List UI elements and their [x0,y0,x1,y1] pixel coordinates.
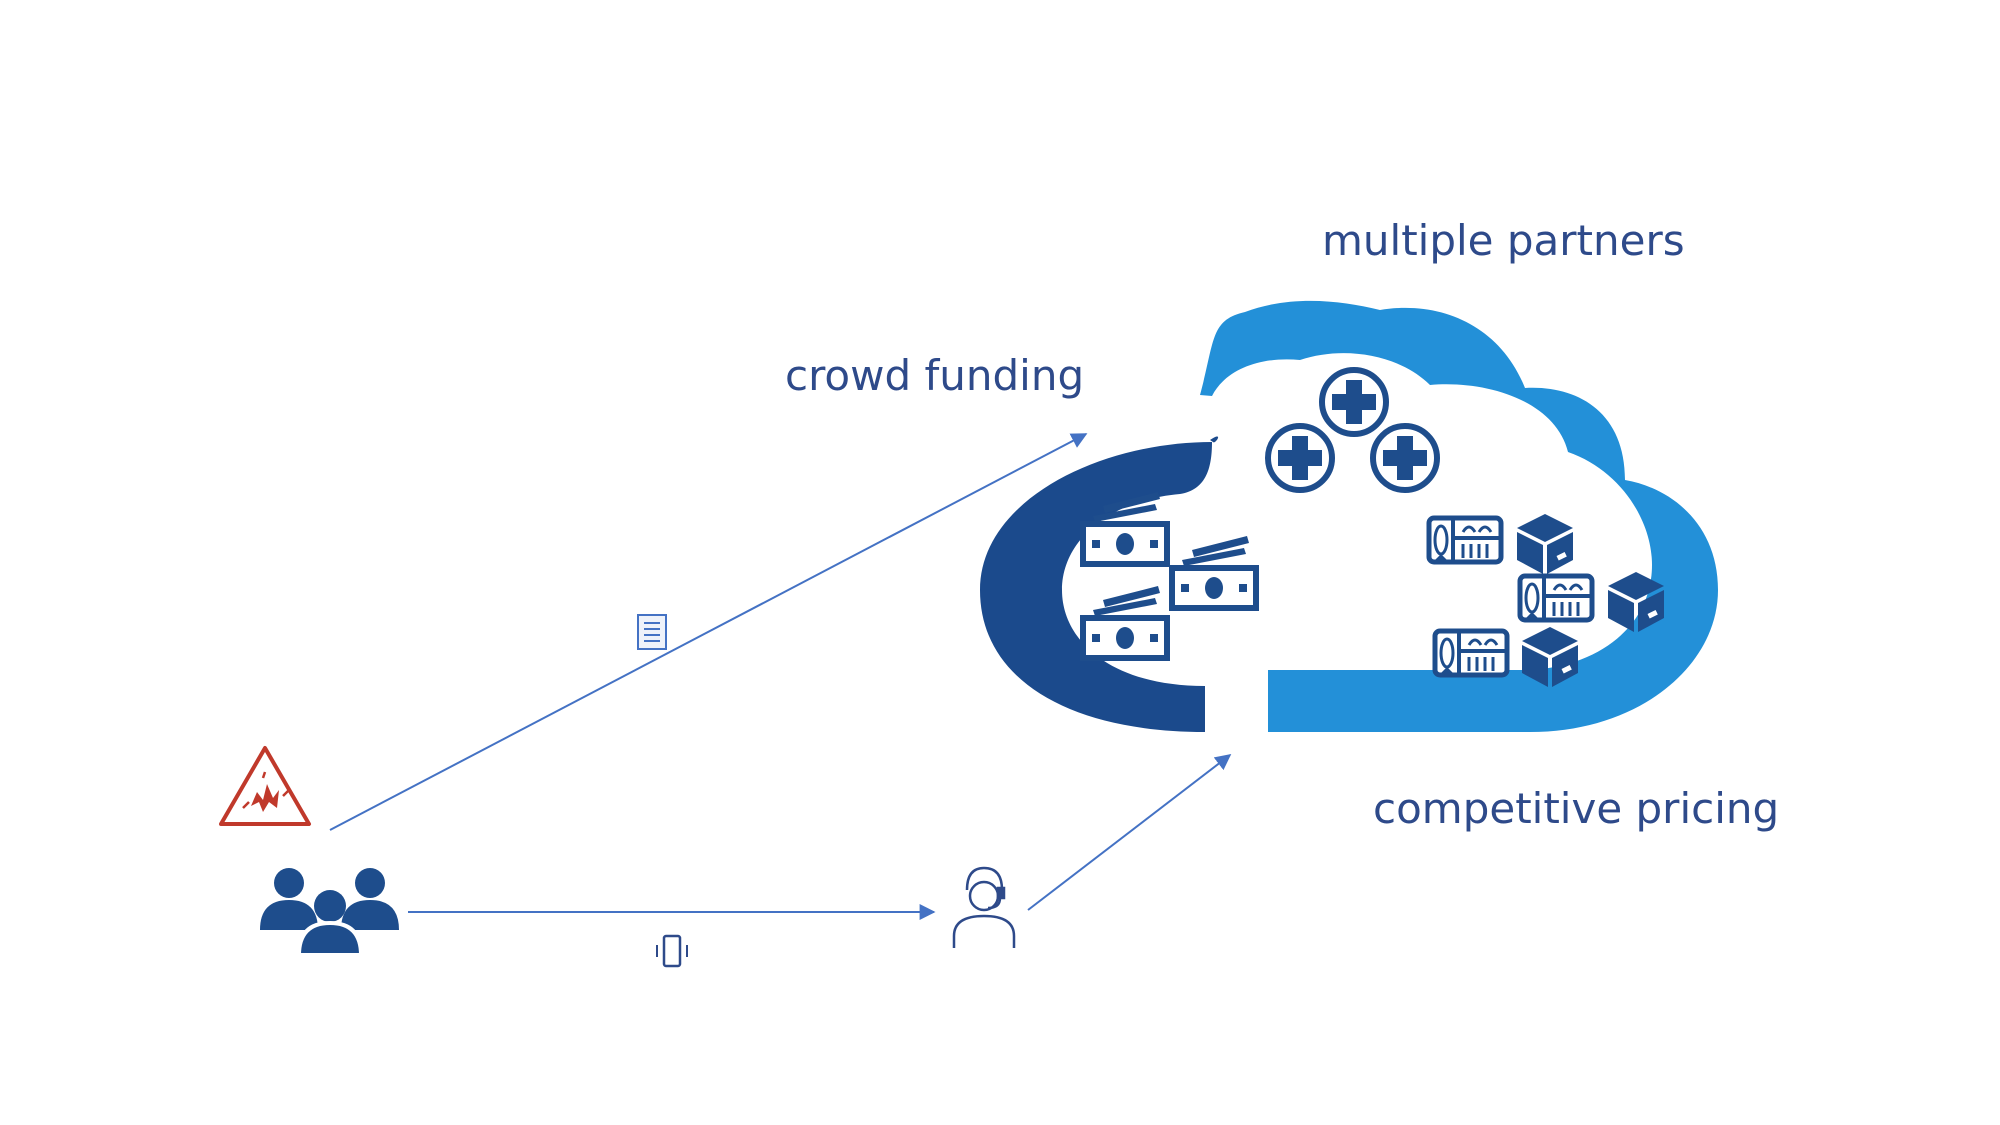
document-form-icon [637,614,667,650]
food-tray-icon [1520,576,1592,620]
cash-icon [1083,586,1167,658]
medical-cross-icon [1373,426,1437,490]
food-tray-icon [1435,631,1507,675]
arrow-agent-to-cloud [1027,754,1232,911]
call-center-agent-icon [952,866,1016,948]
medical-cross-icon [1322,370,1386,434]
warning-triangle-icon [219,746,311,826]
cash-icon [1172,536,1256,608]
cloud-light-segment [1200,300,1718,732]
label-competitive-pricing: competitive pricing [1373,784,1779,833]
medical-cross-icon [1268,426,1332,490]
food-tray-icon [1429,518,1501,562]
mobile-phone-icon [656,934,688,968]
arrow-group-to-funding [329,433,1088,831]
package-box-icon [1517,514,1573,574]
label-multiple-partners: multiple partners [1322,216,1685,265]
cloud-icon [980,300,1718,732]
cloud-dark-segment [980,442,1212,732]
label-crowd-funding: crowd funding [785,351,1084,400]
people-group-icon [260,868,399,957]
